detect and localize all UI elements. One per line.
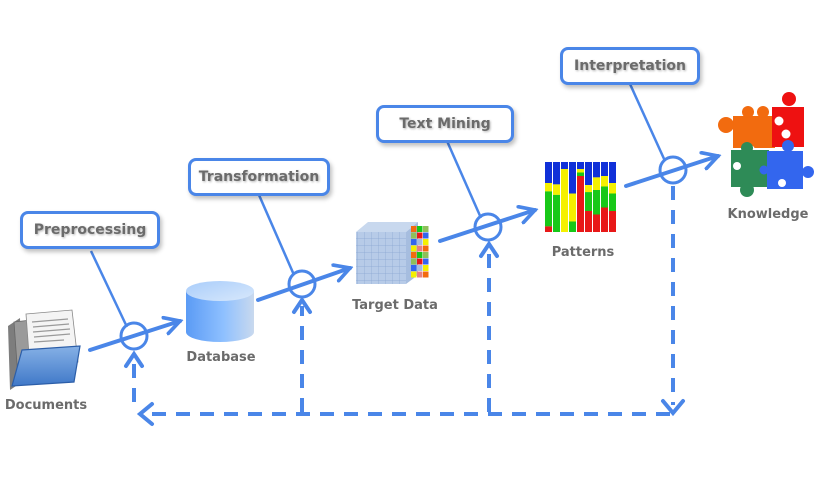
pattern-bar-segment [545, 226, 552, 232]
pattern-bar-segment [601, 162, 608, 176]
node-label-patterns: Patterns [551, 245, 615, 260]
pattern-bar-segment [593, 162, 600, 178]
data-cube-icon [356, 222, 429, 284]
cube-cell [411, 258, 417, 265]
puzzle-pieces-icon [718, 92, 814, 197]
puzzle-piece-orange [718, 106, 775, 155]
cube-cell [411, 239, 417, 245]
pattern-bar-segment [545, 191, 552, 227]
pattern-bar-segment [601, 207, 608, 232]
pattern-bar-segment [585, 211, 592, 232]
cube-cell [423, 232, 429, 239]
pattern-bar-segment [601, 176, 608, 187]
flow-arrow-patterns-to-knowledge [624, 156, 718, 188]
pattern-bar-segment [601, 186, 608, 208]
pattern-bar-segment [553, 162, 560, 185]
cube-cell [423, 245, 429, 252]
pattern-bar-segment [569, 162, 576, 194]
step-box-preprocessing: Preprocessing [20, 211, 160, 249]
feedback-arrowhead-left [136, 402, 154, 426]
cube-cell [417, 265, 423, 271]
pattern-bar-segment [577, 162, 584, 169]
node-label-knowledge: Knowledge [727, 207, 809, 222]
connector-preprocessing [89, 250, 129, 328]
cube-cell [411, 271, 417, 278]
cube-cell [411, 245, 417, 252]
pattern-bar-segment [545, 183, 552, 192]
node-label-database: Database [186, 350, 256, 365]
cube-cell [423, 226, 429, 232]
cube-cell [423, 271, 429, 278]
cube-cell [411, 265, 417, 271]
pattern-bar-segment [593, 190, 600, 215]
feedback-arrowhead-up-transformation [292, 296, 312, 314]
cube-cell [411, 226, 417, 232]
pattern-bar-segment [585, 192, 592, 211]
cube-cell [423, 265, 429, 271]
step-box-interpretation: Interpretation [560, 47, 700, 85]
node-label-documents: Documents [4, 398, 88, 413]
cube-cell [417, 226, 423, 232]
pattern-bar-segment [561, 162, 568, 169]
pattern-bar-segment [609, 162, 616, 183]
cube-cell [423, 258, 429, 265]
connector-interpretation [628, 83, 667, 162]
pattern-bar-segment [609, 211, 616, 232]
pattern-bar-segment [609, 183, 616, 194]
step-box-text-mining: Text Mining [376, 105, 514, 143]
cube-cell [423, 252, 429, 258]
connector-text-mining [445, 140, 483, 219]
pattern-bars-icon [545, 162, 616, 232]
pattern-bar-segment [569, 221, 576, 232]
flow-arrow-database-to-targetdata [256, 268, 350, 302]
pattern-bar-segment [553, 194, 560, 232]
pattern-bar-segment [577, 172, 584, 176]
feedback-arrowhead-up-text-mining [479, 240, 499, 258]
pattern-bar-segment [577, 169, 584, 173]
cube-cell [417, 245, 423, 252]
pattern-bar-segment [585, 185, 592, 193]
node-label-target-data: Target Data [352, 298, 438, 313]
pattern-bar-segment [609, 193, 616, 211]
pattern-bar-segment [585, 162, 592, 186]
connector-transformation [257, 194, 296, 276]
puzzle-piece-red [772, 92, 804, 147]
step-label-preprocessing: Preprocessing [33, 222, 147, 238]
step-label-text-mining: Text Mining [399, 116, 491, 132]
pattern-bar-segment [569, 193, 576, 222]
cube-cell [417, 252, 423, 258]
feedback-arrowhead-up-preprocessing [124, 350, 144, 368]
junction-circle-text-mining [473, 212, 503, 242]
cube-cell [417, 271, 423, 278]
junction-circle-preprocessing [119, 321, 149, 351]
pattern-bar-segment [545, 162, 552, 183]
puzzle-piece-blue [759, 140, 814, 189]
step-label-interpretation: Interpretation [574, 58, 686, 74]
flow-arrow-documents-to-database [88, 321, 180, 352]
pattern-bar-segment [593, 177, 600, 190]
pattern-bar-segment [593, 214, 600, 232]
cube-cell [417, 239, 423, 245]
pattern-bar-segment [561, 169, 568, 232]
cube-cell [417, 258, 423, 265]
junction-circle-interpretation [658, 155, 688, 185]
step-label-transformation: Transformation [198, 169, 320, 185]
cube-cell [411, 252, 417, 258]
cube-cell [411, 232, 417, 239]
pattern-bar-segment [577, 176, 584, 232]
folder-documents-icon [8, 309, 81, 390]
cube-cell [417, 232, 423, 239]
pattern-bar-segment [553, 184, 560, 195]
step-box-transformation: Transformation [188, 158, 330, 196]
cube-cell [423, 239, 429, 245]
database-cylinder-icon [186, 281, 254, 342]
flow-arrow-targetdata-to-patterns [438, 210, 535, 243]
feedback-arrowhead-down [661, 399, 685, 417]
